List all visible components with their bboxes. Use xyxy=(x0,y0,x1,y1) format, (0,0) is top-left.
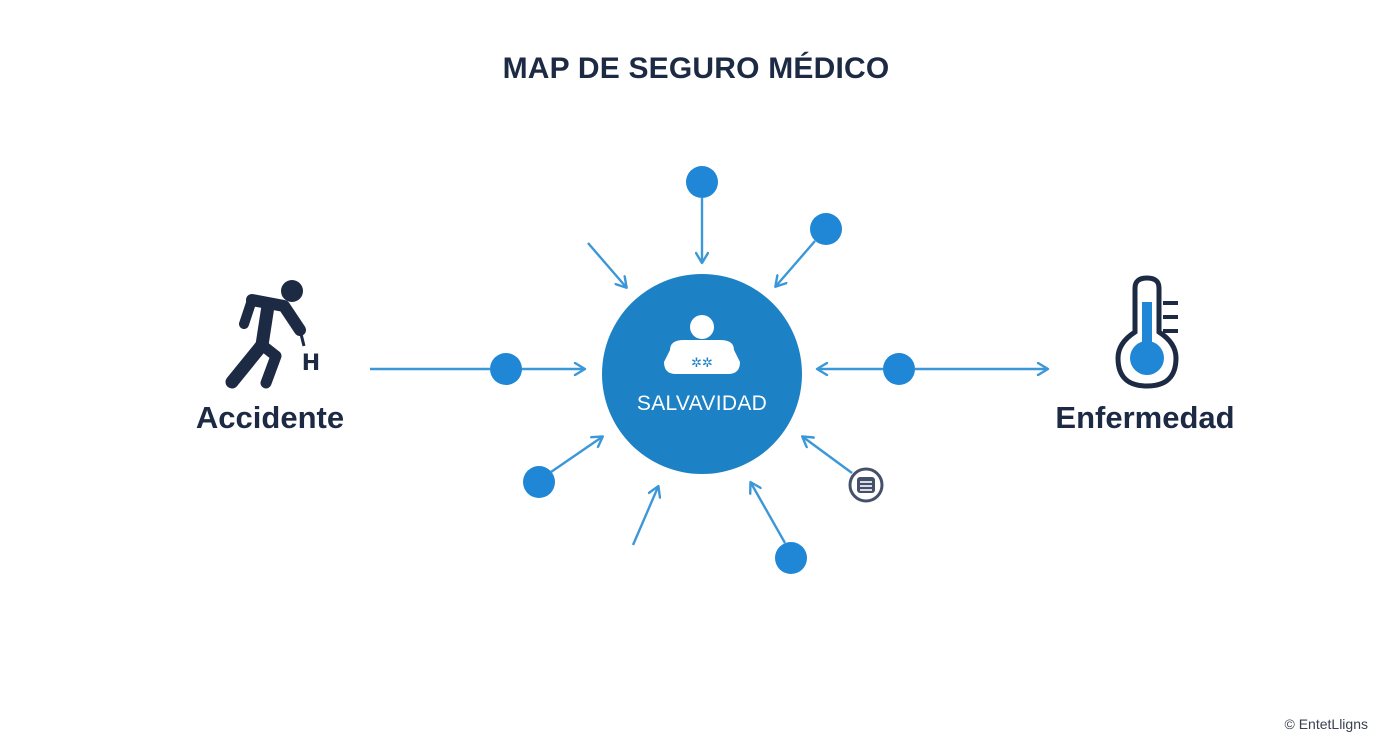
node-dot-left xyxy=(490,353,522,385)
center-label: SALVAVIDAD xyxy=(636,392,768,415)
arrow-bottom-right xyxy=(751,483,787,544)
arrow-right-lower xyxy=(803,437,853,474)
accidente-label: Accidente xyxy=(195,400,345,435)
node-dot-top xyxy=(686,166,718,198)
person-shield-icon: ✲✲ xyxy=(664,315,740,374)
document-badge-icon xyxy=(848,467,884,503)
arrow-top-left xyxy=(587,242,626,287)
arrow-bottom-left xyxy=(550,437,602,473)
enfermedad-label: Enfermedad xyxy=(1055,400,1235,435)
thermometer-icon xyxy=(1115,275,1179,389)
arrow-bottom xyxy=(631,487,658,546)
node-dot-right xyxy=(883,353,915,385)
falling-person-icon: H xyxy=(225,280,320,389)
node-dot-top-right xyxy=(810,213,842,245)
credit-text: © EntetLligns xyxy=(1284,716,1368,732)
svg-text:✲✲: ✲✲ xyxy=(691,356,713,371)
node-dot-bottom-left xyxy=(523,466,555,498)
node-dot-bottom-right xyxy=(775,542,807,574)
arrow-top-right xyxy=(776,240,816,286)
page-title: MAP DE SEGURO MÉDICO xyxy=(502,52,890,85)
svg-text:H: H xyxy=(302,351,320,376)
